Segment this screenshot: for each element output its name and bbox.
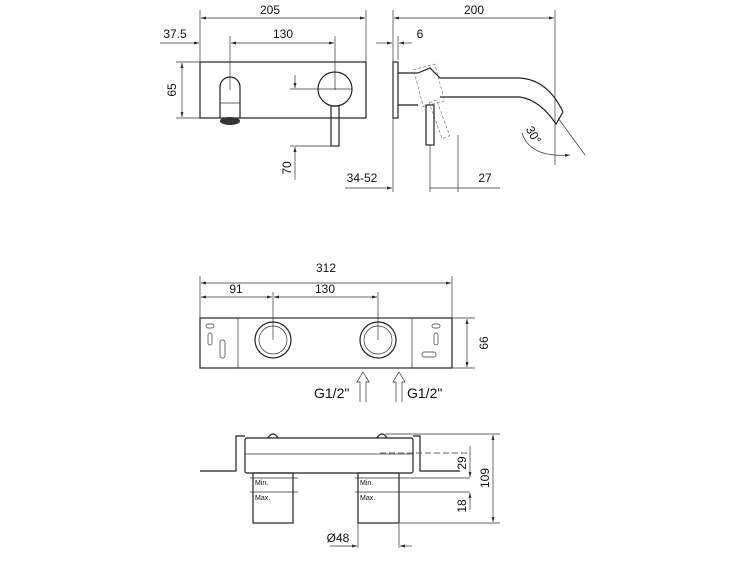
- dim-plate-thickness: 6: [417, 27, 424, 41]
- dim-projection: 200: [464, 3, 484, 17]
- inlet-arrow-left: [356, 371, 370, 402]
- inlet-pipe-left: [252, 472, 294, 524]
- aerator: [220, 117, 240, 125]
- wall-plate: [199, 61, 367, 119]
- side-view: 200 6 34-52 27 30°: [345, 3, 586, 192]
- side-lever: [425, 104, 435, 146]
- box-side-view: Min. Max. Min. Max. 29 18 109 Ø48: [200, 433, 500, 548]
- dim-width: 205: [260, 3, 280, 17]
- dim-lever-drop: 70: [280, 161, 294, 175]
- box-top-view: 312 91 130 66 G1/2" G1/2": [199, 261, 491, 402]
- side-plate: [392, 61, 399, 119]
- box-body: [244, 437, 414, 474]
- dim-offset-91: 91: [229, 282, 243, 296]
- dim-depth: 109: [478, 468, 492, 488]
- dim-length: 312: [316, 261, 336, 275]
- lever: [330, 105, 340, 147]
- dim-wall-range: 34-52: [347, 171, 378, 185]
- dim-height-66: 66: [477, 336, 491, 350]
- dim-spacing-130: 130: [315, 282, 335, 296]
- max-label-right: Max.: [360, 495, 375, 502]
- min-label-left: Min.: [255, 480, 268, 487]
- dim-offset: 37.5: [163, 27, 187, 41]
- dim-diameter: Ø48: [327, 531, 350, 545]
- dim-lever-offset: 27: [478, 171, 492, 185]
- inlet-label-left: G1/2": [314, 385, 349, 401]
- dim-29: 29: [455, 456, 469, 470]
- dim-height: 65: [165, 83, 179, 97]
- dim-spacing: 130: [273, 27, 293, 41]
- inlet-label-right: G1/2": [407, 385, 442, 401]
- inlet-arrow-right: [392, 371, 406, 402]
- side-spout: [398, 67, 564, 126]
- dim-angle: 30°: [523, 124, 544, 147]
- max-label-left: Max.: [255, 495, 270, 502]
- min-label-right: Min.: [360, 480, 373, 487]
- inlet-pipe-right: [357, 472, 400, 524]
- dim-18: 18: [455, 499, 469, 513]
- front-view: 205 37.5 130 65 70: [160, 3, 367, 180]
- mounting-bracket: [200, 435, 460, 472]
